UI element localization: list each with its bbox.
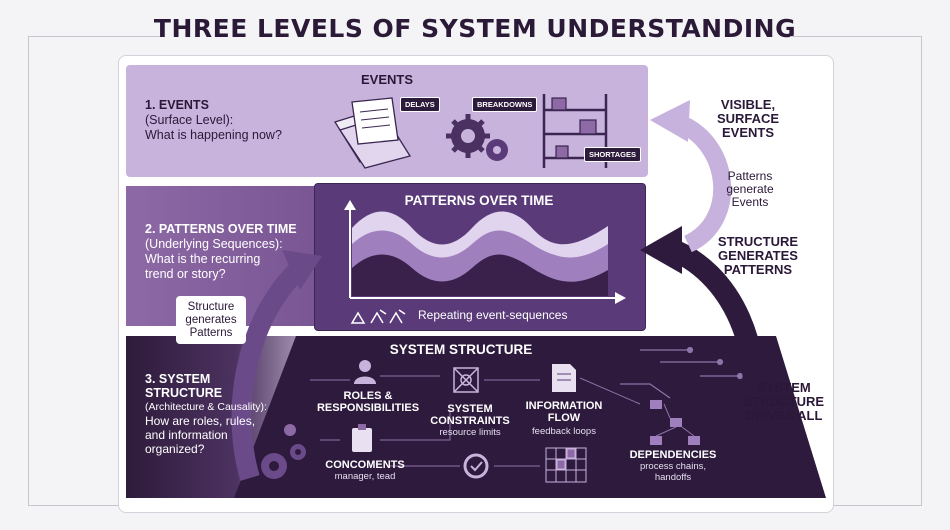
structure-connectors <box>310 375 695 467</box>
pg-3: Events <box>731 195 769 209</box>
sgp-2: GENERATES <box>718 248 798 263</box>
visible-2: SURFACE <box>716 111 780 126</box>
breakdowns-tag: BREAKDOWNS <box>472 97 538 112</box>
events-header: EVENTS <box>360 72 413 87</box>
pattern-chart <box>344 200 626 304</box>
level3-subtitle: (Architecture & Causality): <box>145 401 267 413</box>
sgp-1: STRUCTURE <box>717 234 799 249</box>
deps-sub-1: process chains, <box>639 461 706 472</box>
components-node: CONCOMENTS manager, tead <box>310 459 420 482</box>
level1-subtitle: (Surface Level): <box>145 113 234 127</box>
components-label: CONCOMENTS <box>325 459 405 471</box>
level3-title-1: 3. SYSTEM <box>145 372 211 386</box>
sgp-3: PATTERNS <box>723 262 793 277</box>
level3-question-3: organized? <box>145 442 205 456</box>
sda-2: STRUCTURE <box>743 394 825 409</box>
constraints-label-1: SYSTEM <box>447 403 493 415</box>
level2-title: 2. PATTERNS OVER TIME <box>145 222 297 236</box>
deps-sub-2: handoffs <box>654 472 692 483</box>
constraints-sub: resource limits <box>439 427 501 438</box>
constraints-icon <box>453 367 479 393</box>
visible-events-label: VISIBLE, SURFACE EVENTS <box>700 98 796 140</box>
shortages-tag: SHORTAGES <box>584 147 641 162</box>
document-flow-icon <box>552 364 576 392</box>
roles-label-2: RESPONSIBILITIES <box>316 402 420 414</box>
sda-3: DRIVES ALL <box>745 408 823 423</box>
structure-generates-patterns-label: STRUCTURE GENERATES PATTERNS <box>708 235 808 277</box>
sg-line-1: Structure <box>187 301 235 313</box>
grid-icon <box>545 447 587 483</box>
person-icon <box>354 360 376 384</box>
documents-icon <box>334 97 412 169</box>
right-light-arrow-head <box>650 100 690 142</box>
level3-text: 3. SYSTEM STRUCTURE (Architecture & Caus… <box>145 372 267 456</box>
patterns-generate-events-label: Patterns generate Events <box>710 170 790 209</box>
left-cycle-arrow <box>231 260 308 481</box>
right-light-arrow <box>672 113 732 253</box>
info-sub: feedback loops <box>532 426 596 437</box>
circuit-lines <box>620 346 744 399</box>
title-rule-right <box>790 36 922 37</box>
sequence-icons <box>350 309 406 324</box>
pg-1: Patterns <box>727 169 773 183</box>
frame-right <box>921 36 922 506</box>
level3-question-2: and information <box>145 428 228 442</box>
structure-drives-all-label: SYSTEM STRUCTURE DRIVES ALL <box>734 381 834 423</box>
level2-question-1: What is the recurring <box>145 252 261 266</box>
info-flow-node: INFORMATION FLOW feedback loops <box>514 400 614 437</box>
check-gear-icon <box>463 453 489 479</box>
level2-text: 2. PATTERNS OVER TIME (Underlying Sequen… <box>145 222 297 282</box>
level3-question-1: How are roles, rules, <box>145 414 256 428</box>
sg-line-3: Patterns <box>189 327 233 339</box>
roles-label-1: ROLES & <box>343 390 393 402</box>
level1-title: 1. EVENTS <box>145 98 209 112</box>
level2-subtitle: (Underlying Sequences): <box>145 237 283 251</box>
visible-1: VISIBLE, <box>720 97 776 112</box>
constraints-label-2: CONSTRAINTS <box>430 415 510 427</box>
clipboard-icon <box>352 424 372 452</box>
level1-text: 1. EVENTS (Surface Level): What is happe… <box>145 98 282 143</box>
gear-small-icon <box>261 424 306 479</box>
pg-2: generate <box>726 182 774 196</box>
dependency-nodes <box>650 400 700 445</box>
visible-3: EVENTS <box>721 125 774 140</box>
patterns-chart-title: PATTERNS OVER TIME <box>404 193 554 208</box>
frame-left <box>28 36 29 506</box>
left-arrow-head <box>282 250 322 290</box>
level3-title-2: STRUCTURE <box>145 386 223 400</box>
deps-label: DEPENDENCIES <box>629 449 717 461</box>
components-sub: manager, tead <box>334 471 396 482</box>
patterns-caption: Repeating event-sequences <box>418 308 568 322</box>
right-dark-arrow-head <box>640 226 682 274</box>
delays-tag: DELAYS <box>400 97 440 112</box>
level2-question-2: trend or story? <box>145 267 226 281</box>
info-label-1: INFORMATION <box>525 400 603 412</box>
info-label-2: FLOW <box>547 412 581 424</box>
sg-line-2: generates <box>185 314 237 326</box>
structure-header: SYSTEM STRUCTURE <box>389 342 533 357</box>
roles-node: ROLES & RESPONSIBILITIES <box>308 390 428 414</box>
title-rule-left <box>28 36 160 37</box>
constraints-node: SYSTEM CONSTRAINTS resource limits <box>420 403 520 438</box>
dependencies-node: DEPENDENCIES process chains, handoffs <box>618 449 728 483</box>
gear-icon <box>446 114 508 161</box>
page-title: THREE LEVELS OF SYSTEM UNDERSTANDING <box>153 14 797 43</box>
structure-generates-box: Structure generates Patterns <box>176 296 246 344</box>
level1-question: What is happening now? <box>145 128 282 142</box>
right-dark-arrow <box>663 237 766 443</box>
sda-1: SYSTEM <box>757 380 811 395</box>
